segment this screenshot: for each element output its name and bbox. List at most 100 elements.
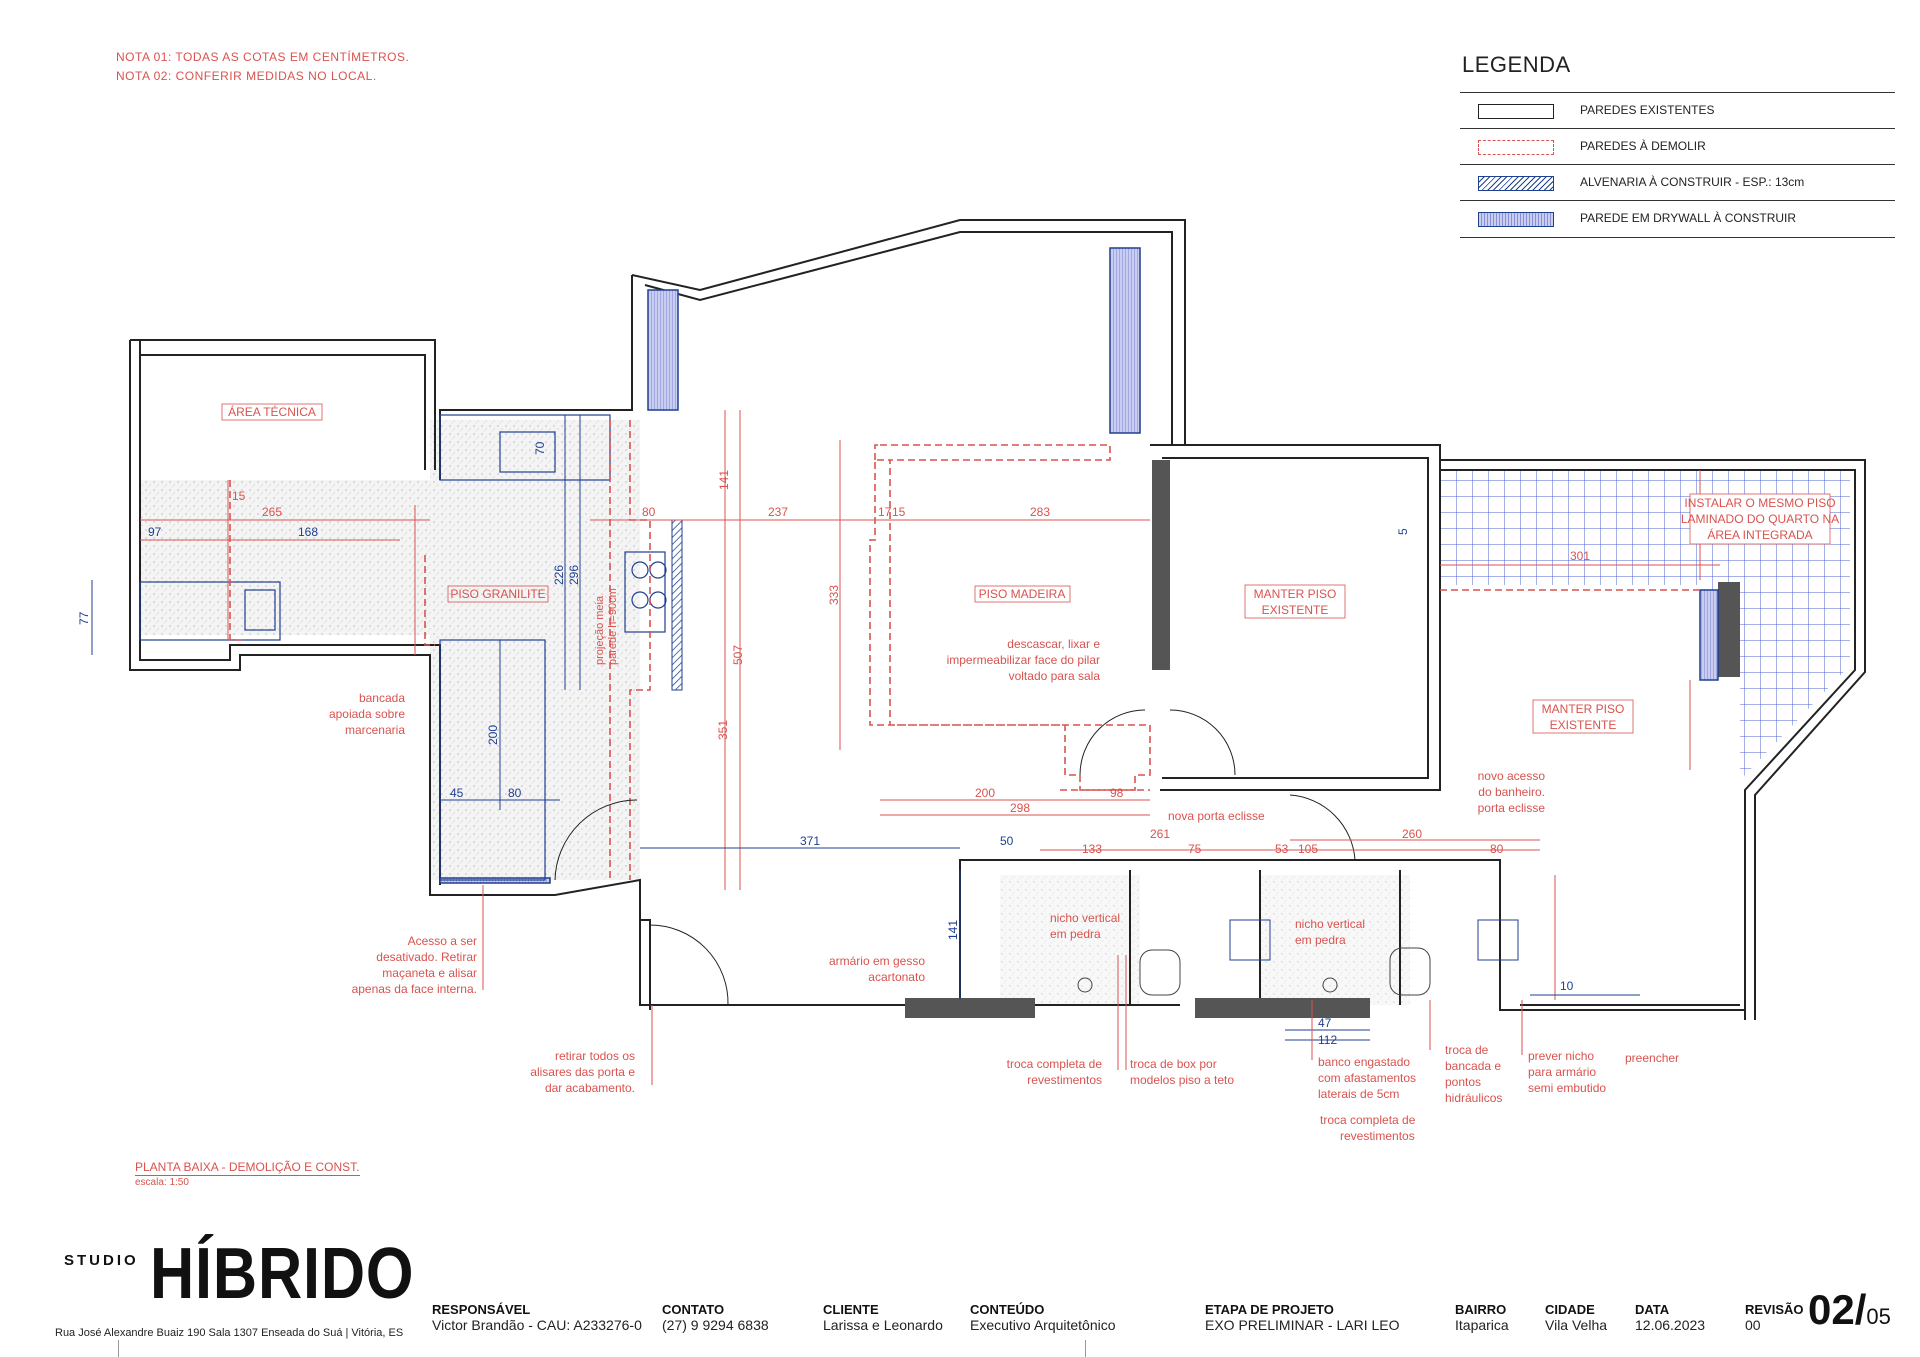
annotation-text: pontos [1445,1075,1481,1089]
wall-block-2 [1195,998,1370,1018]
footer-revisao: REVISÃO 00 [1745,1302,1804,1333]
brand-address: Rua José Alexandre Buaiz 190 Sala 1307 E… [55,1327,404,1339]
pillar-2 [1718,582,1740,677]
annotation-text: preencher [1625,1051,1679,1065]
room-label-madeira: PISO MADEIRA [979,587,1066,601]
footer-cliente: CLIENTE Larissa e Leonardo [823,1302,943,1333]
annotation-text: projeção meia [594,595,606,665]
dim-value: 296 [567,565,581,585]
legend-label: ALVENARIA À CONSTRUIR - ESP.: 13cm [1580,175,1805,189]
legend-swatch-masonry [1478,176,1554,191]
legend-label: PAREDES À DEMOLIR [1580,139,1706,153]
dim-value: 260 [1402,827,1422,841]
notes: NOTA 01: TODAS AS COTAS EM CENTÍMETROS. … [116,48,409,86]
dim-value: 47 [1318,1016,1332,1030]
plan-title: PLANTA BAIXA - DEMOLIÇÃO E CONST. [135,1160,360,1176]
field-value: Larissa e Leonardo [823,1317,943,1333]
note-2: NOTA 02: CONFERIR MEDIDAS NO LOCAL. [116,69,377,83]
footer-responsavel: RESPONSÁVEL Victor Brandão - CAU: A23327… [432,1302,642,1333]
dim-value: 70 [533,441,547,455]
plan-scale: escala: 1:50 [135,1177,189,1188]
annotation-text: troca de [1445,1043,1489,1057]
dim-value: 77 [77,611,91,625]
field-label: RESPONSÁVEL [432,1302,531,1317]
legend-row-existing: PAREDES EXISTENTES [1460,92,1895,129]
legend-swatch-drywall [1478,212,1554,227]
footer-divider [1085,1340,1086,1357]
existing-walls [129,219,1866,1020]
annotation-text: apenas da face interna. [352,982,477,996]
room-label-manter-2b: EXISTENTE [1550,718,1617,732]
door-swings [554,709,1356,1006]
dim-value: 45 [450,786,464,800]
annotation-text: nicho vertical [1295,917,1365,931]
walls-to-demolish [229,420,1700,880]
room-label-manter-1b: EXISTENTE [1262,603,1329,617]
legend-label: PAREDES EXISTENTES [1580,103,1715,117]
field-value: Vila Velha [1545,1317,1608,1333]
annotation-text: em pedra [1050,927,1101,941]
annotation-text: hidráulicos [1445,1091,1502,1105]
annotation-text: marcenaria [345,723,405,737]
dim-value: 168 [298,525,318,539]
footer-etapa: ETAPA DE PROJETO EXO PRELIMINAR - LARI L… [1205,1302,1400,1333]
tile-floor [1440,470,1850,780]
room-label-area-tecnica: ÁREA TÉCNICA [228,404,316,419]
annotations: bancada apoiada sobre marcenaria Acesso … [329,588,1679,1143]
annotation-text: impermeabilizar face do pilar [947,653,1100,667]
annotation-text: troca completa de [1007,1057,1103,1071]
legend-swatch-demolish [1478,140,1554,155]
annotation-text: bancada [359,691,405,705]
bath-floor-1 [1000,875,1140,1005]
annotation-text: acartonato [868,970,925,984]
brand-studio: STUDIO [64,1252,139,1269]
field-value: 00 [1745,1317,1761,1333]
legend-title: LEGENDA [1462,52,1571,77]
annotation-text: modelos piso a teto [1130,1073,1234,1087]
dim-value: 53 [1275,842,1289,856]
room-label-laminado-2: LAMINADO DO QUARTO NA [1681,512,1839,526]
dim-value: 112 [1318,1033,1337,1047]
bath-fixtures [1077,919,1519,996]
field-label: DATA [1635,1302,1670,1317]
room-labels: ÁREA TÉCNICA PISO GRANILITE PISO MADEIRA… [221,403,1839,734]
page-number: 02/05 [1808,1288,1891,1339]
annotation-text: dar acabamento. [545,1081,635,1095]
masonry-wall [671,519,683,691]
annotation-text: em pedra [1295,933,1346,947]
drywall-walls [439,247,1719,884]
annotation-text: para armário [1528,1065,1596,1079]
dim-text-blue: 77 97 168 296 226 70 200 45 80 371 50 14… [77,441,1574,1047]
dim-value: 261 [1150,827,1170,841]
dim-value: 133 [1082,842,1102,856]
dim-value: 226 [552,565,566,585]
annotation-text: apoiada sobre [329,707,405,721]
annotation-text: nicho vertical [1050,911,1120,925]
annotation-text: maçaneta e alisar [382,966,477,980]
legend-swatch-existing [1478,104,1554,119]
field-value: 12.06.2023 [1635,1317,1706,1333]
dim-value: 98 [1110,786,1124,800]
annotation-text: troca de box por [1130,1057,1217,1071]
bath-floor-2 [1260,875,1410,1005]
annotation-text: troca completa de [1320,1113,1416,1127]
annotation-text: voltado para sala [1009,669,1101,683]
dim-value: 283 [1030,505,1050,519]
dim-lines-blue [91,415,1640,1041]
dim-value: 15 [892,505,906,519]
granite-floor-area [140,480,430,635]
dim-value: 298 [1010,801,1030,815]
annotation-text: do banheiro. [1478,785,1545,799]
dim-value: 97 [148,525,162,539]
field-label: CLIENTE [823,1302,879,1317]
note-1: NOTA 01: TODAS AS COTAS EM CENTÍMETROS. [116,50,410,64]
annotation-text: novo acesso [1478,769,1546,783]
dim-value: 200 [486,725,500,745]
room-label-granilite: PISO GRANILITE [450,587,545,601]
footer-cidade: CIDADE Vila Velha [1545,1302,1607,1333]
dim-value: 237 [768,505,788,519]
annotation-text: laterais de 5cm [1318,1087,1399,1101]
dim-value: 265 [262,505,282,519]
page-total: 05 [1866,1304,1891,1329]
